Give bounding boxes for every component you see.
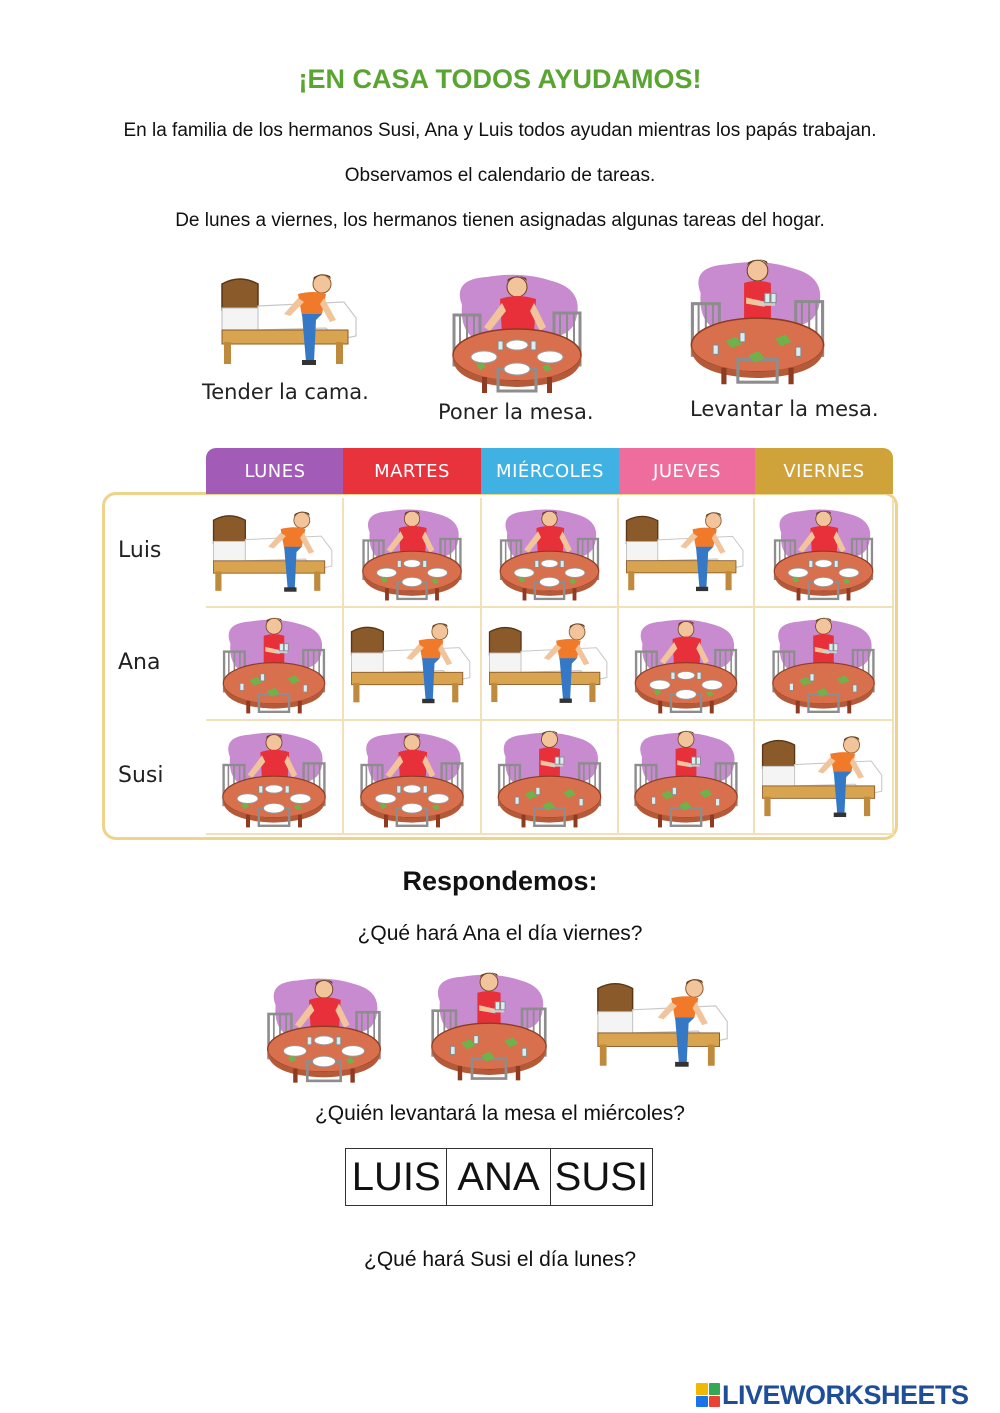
setting-table-icon (206, 721, 342, 833)
page-title: ¡EN CASA TODOS AYUDAMOS! (298, 64, 702, 94)
schedule-cell-susi-jueves (619, 721, 755, 835)
schedule-cell-luis-viernes (755, 498, 894, 608)
legend-label-set: Poner la mesa. (438, 400, 594, 424)
clearing-table-icon (755, 608, 892, 719)
schedule-cell-susi-viernes (755, 721, 894, 835)
setting-table-icon (619, 608, 753, 719)
legend-setting-table (442, 265, 592, 395)
day-header-miércoles: MIÉRCOLES (481, 448, 619, 494)
schedule-cell-ana-lunes (206, 608, 344, 721)
clearing-table-icon (680, 252, 835, 392)
question-1: ¿Qué hará Ana el día viernes? (357, 922, 643, 945)
legend-label-bed: Tender la cama. (202, 380, 369, 404)
brand-name: LIVEWORKSHEETS (722, 1379, 969, 1410)
making-bed-icon (594, 975, 734, 1083)
making-bed-icon (619, 498, 753, 606)
making-bed-icon (206, 498, 342, 606)
schedule-cell-susi-martes (344, 721, 482, 835)
intro-line-2: Observamos el calendario de tareas. (344, 165, 656, 186)
setting-table-icon (442, 265, 592, 395)
clearing-table-icon (619, 721, 753, 833)
option-susi[interactable]: SUSI (554, 1154, 649, 1199)
row-label-ana: Ana (118, 649, 161, 675)
making-bed-icon (482, 608, 617, 719)
making-bed-icon (755, 721, 892, 833)
day-header-viernes: VIERNES (755, 448, 893, 494)
q2-name-options: LUIS ANA SUSI (345, 1148, 653, 1206)
setting-table-icon (482, 498, 617, 606)
clearing-table-icon (422, 966, 556, 1086)
intro-line-1: En la familia de los hermanos Susi, Ana … (123, 120, 877, 141)
respond-heading: Respondemos: (402, 866, 598, 896)
setting-table-icon (344, 721, 480, 833)
question-3: ¿Qué hará Susi el día lunes? (364, 1248, 636, 1271)
clearing-table-icon (482, 721, 617, 833)
schedule-cell-ana-martes (344, 608, 482, 721)
q1-option-making-bed[interactable] (594, 975, 734, 1083)
setting-table-icon (344, 498, 480, 606)
day-header-martes: MARTES (343, 448, 481, 494)
making-bed-icon (344, 608, 480, 719)
question-2: ¿Quién levantará la mesa el miércoles? (314, 1102, 685, 1125)
setting-table-icon (258, 970, 390, 1086)
schedule-cell-ana-miércoles (482, 608, 619, 721)
row-label-susi: Susi (118, 763, 164, 788)
setting-table-icon (755, 498, 892, 606)
row-label-luis: Luis (118, 538, 162, 563)
making-bed-icon (218, 270, 363, 370)
legend-clearing-table (680, 252, 835, 392)
schedule-cell-luis-martes (344, 498, 482, 608)
schedule-cell-ana-viernes (755, 608, 894, 721)
day-header-jueves: JUEVES (619, 448, 755, 494)
schedule-cell-susi-miércoles (482, 721, 619, 835)
schedule-cell-luis-lunes (206, 498, 344, 608)
day-header-lunes: LUNES (206, 448, 344, 494)
schedule-cell-luis-jueves (619, 498, 755, 608)
clearing-table-icon (206, 608, 342, 719)
q1-option-clearing-table[interactable] (422, 966, 556, 1086)
schedule-cell-susi-lunes (206, 721, 344, 835)
schedule-cell-ana-jueves (619, 608, 755, 721)
liveworksheets-logo: LIVEWORKSHEETS (696, 1378, 969, 1412)
legend-label-clear: Levantar la mesa. (690, 397, 879, 421)
brand-blocks-icon (696, 1383, 720, 1407)
intro-line-3: De lunes a viernes, los hermanos tienen … (175, 210, 825, 231)
legend-making-bed (218, 270, 363, 370)
schedule-cell-luis-miércoles (482, 498, 619, 608)
q1-option-setting-table[interactable] (258, 970, 390, 1086)
option-luis[interactable]: LUIS (346, 1149, 448, 1205)
option-ana[interactable]: ANA (447, 1149, 551, 1205)
